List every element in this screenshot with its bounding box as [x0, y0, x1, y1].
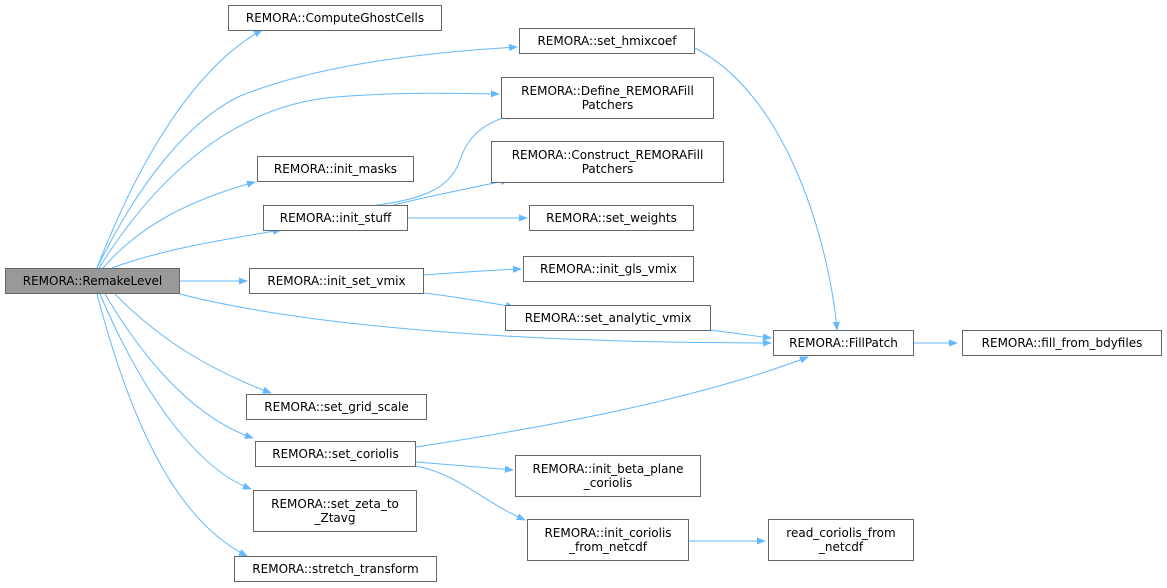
node-label-line1: REMORA::init_coriolis: [544, 526, 672, 540]
node-label-line1: read_coriolis_from: [786, 526, 896, 540]
node-label-line1: REMORA::Construct_REMORAFill: [511, 148, 704, 162]
node-label: REMORA::RemakeLevel: [22, 274, 163, 288]
node-init-set-vmix[interactable]: REMORA::init_set_vmix: [249, 268, 424, 294]
node-label: REMORA::set_grid_scale: [264, 400, 409, 414]
node-label: REMORA::fill_from_bdyfiles: [981, 336, 1143, 350]
node-stretch-transform[interactable]: REMORA::stretch_transform: [234, 556, 437, 582]
edge-setcoriolis-initbetaplane: [415, 461, 514, 473]
node-init-masks[interactable]: REMORA::init_masks: [257, 156, 414, 182]
edge-setcoriolis-fillpatch: [415, 356, 809, 448]
node-label: REMORA::stretch_transform: [252, 562, 419, 576]
node-label-line2: Patchers: [581, 162, 634, 176]
node-set-grid-scale[interactable]: REMORA::set_grid_scale: [246, 394, 427, 420]
node-label: REMORA::set_hmixcoef: [537, 34, 677, 48]
edge-initstuff-definefillpatchers: [369, 113, 515, 207]
node-label: REMORA::set_coriolis: [272, 447, 399, 461]
node-label: REMORA::set_weights: [546, 211, 677, 225]
edge-remakelevel-stretchtransform: [96, 293, 248, 557]
edge-initsetvmix-setanalyticvmix: [423, 292, 515, 310]
node-label-line2: _coriolis: [583, 476, 633, 490]
node-label: REMORA::ComputeGhostCells: [245, 11, 425, 25]
edge-remakelevel-setzeta: [99, 293, 252, 490]
node-init-beta-plane-coriolis[interactable]: REMORA::init_beta_plane_coriolis: [515, 455, 701, 497]
node-label-line2: Patchers: [581, 98, 634, 112]
node-label: REMORA::FillPatch: [789, 336, 898, 350]
node-label: REMORA::init_set_vmix: [267, 274, 406, 288]
node-init-gls-vmix[interactable]: REMORA::init_gls_vmix: [523, 256, 694, 282]
edge-setanalyticvmix-fillpatch: [709, 329, 772, 341]
edge-remakelevel-fillpatch: [179, 293, 772, 347]
node-label-line1: REMORA::init_beta_plane: [532, 462, 684, 476]
node-fill-patch[interactable]: REMORA::FillPatch: [773, 330, 914, 356]
edge-setcoriolis-initcoriolisnetcdf: [415, 465, 526, 521]
node-read-coriolis-from-netcdf[interactable]: read_coriolis_from_netcdf: [768, 519, 914, 561]
edge-sethmixcoef-fillpatch: [692, 46, 840, 331]
node-init-coriolis-from-netcdf[interactable]: REMORA::init_coriolis_from_netcdf: [527, 519, 689, 561]
node-label: REMORA::init_masks: [273, 162, 398, 176]
edge-remakelevel-computeghostcells: [96, 29, 263, 269]
node-label-line2: _netcdf: [818, 540, 864, 554]
node-init-stuff[interactable]: REMORA::init_stuff: [263, 205, 408, 231]
node-compute-ghost-cells[interactable]: REMORA::ComputeGhostCells: [228, 5, 442, 31]
node-label-line1: REMORA::set_zeta_to: [271, 497, 399, 511]
edge-remakelevel-setgridscale: [114, 293, 272, 394]
node-label: REMORA::init_gls_vmix: [539, 262, 678, 276]
node-label: REMORA::set_analytic_vmix: [524, 311, 692, 325]
node-label-line1: REMORA::Define_REMORAFill: [521, 84, 694, 98]
edge-initsetvmix-initglsvmix: [423, 265, 522, 276]
node-label: REMORA::init_stuff: [279, 211, 392, 225]
edge-remakelevel-sethmixcoef: [96, 43, 518, 269]
node-set-hmixcoef[interactable]: REMORA::set_hmixcoef: [519, 28, 695, 54]
edge-remakelevel-definefillpatchers: [98, 90, 500, 269]
node-set-zeta-to-ztavg[interactable]: REMORA::set_zeta_to_Ztavg: [253, 490, 417, 532]
node-remake-level: REMORA::RemakeLevel: [5, 268, 180, 294]
node-label-line2: _from_netcdf: [568, 540, 648, 554]
edge-remakelevel-initmasks: [102, 180, 256, 269]
edge-initstuff-constructfillpatchers: [389, 178, 510, 207]
node-label-line2: _Ztavg: [314, 511, 356, 525]
node-fill-from-bdyfiles[interactable]: REMORA::fill_from_bdyfiles: [962, 330, 1162, 356]
node-set-coriolis[interactable]: REMORA::set_coriolis: [255, 441, 416, 467]
node-set-weights[interactable]: REMORA::set_weights: [529, 205, 694, 231]
node-set-analytic-vmix[interactable]: REMORA::set_analytic_vmix: [505, 305, 711, 331]
edge-remakelevel-initstuff: [111, 227, 282, 269]
edge-remakelevel-setcoriolis: [104, 293, 254, 439]
